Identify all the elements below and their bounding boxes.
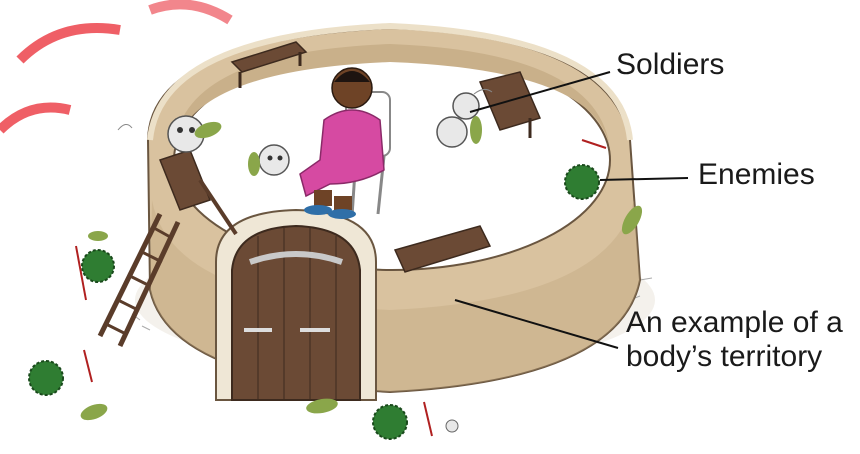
enemies-label: Enemies <box>698 158 815 192</box>
wooden-door-icon <box>216 210 376 400</box>
green-spiky-enemy-icon <box>373 402 458 439</box>
green-spiky-enemy-icon <box>565 165 599 199</box>
territory-label-line-2: body’s territory <box>626 340 843 374</box>
territory-label-line-1: An example of a <box>626 306 843 340</box>
green-spiky-enemy-icon <box>29 350 92 395</box>
territory-label: An example of a body’s territory <box>626 306 843 374</box>
green-spiky-enemy-icon <box>76 231 114 300</box>
soldiers-label: Soldiers <box>616 48 724 82</box>
